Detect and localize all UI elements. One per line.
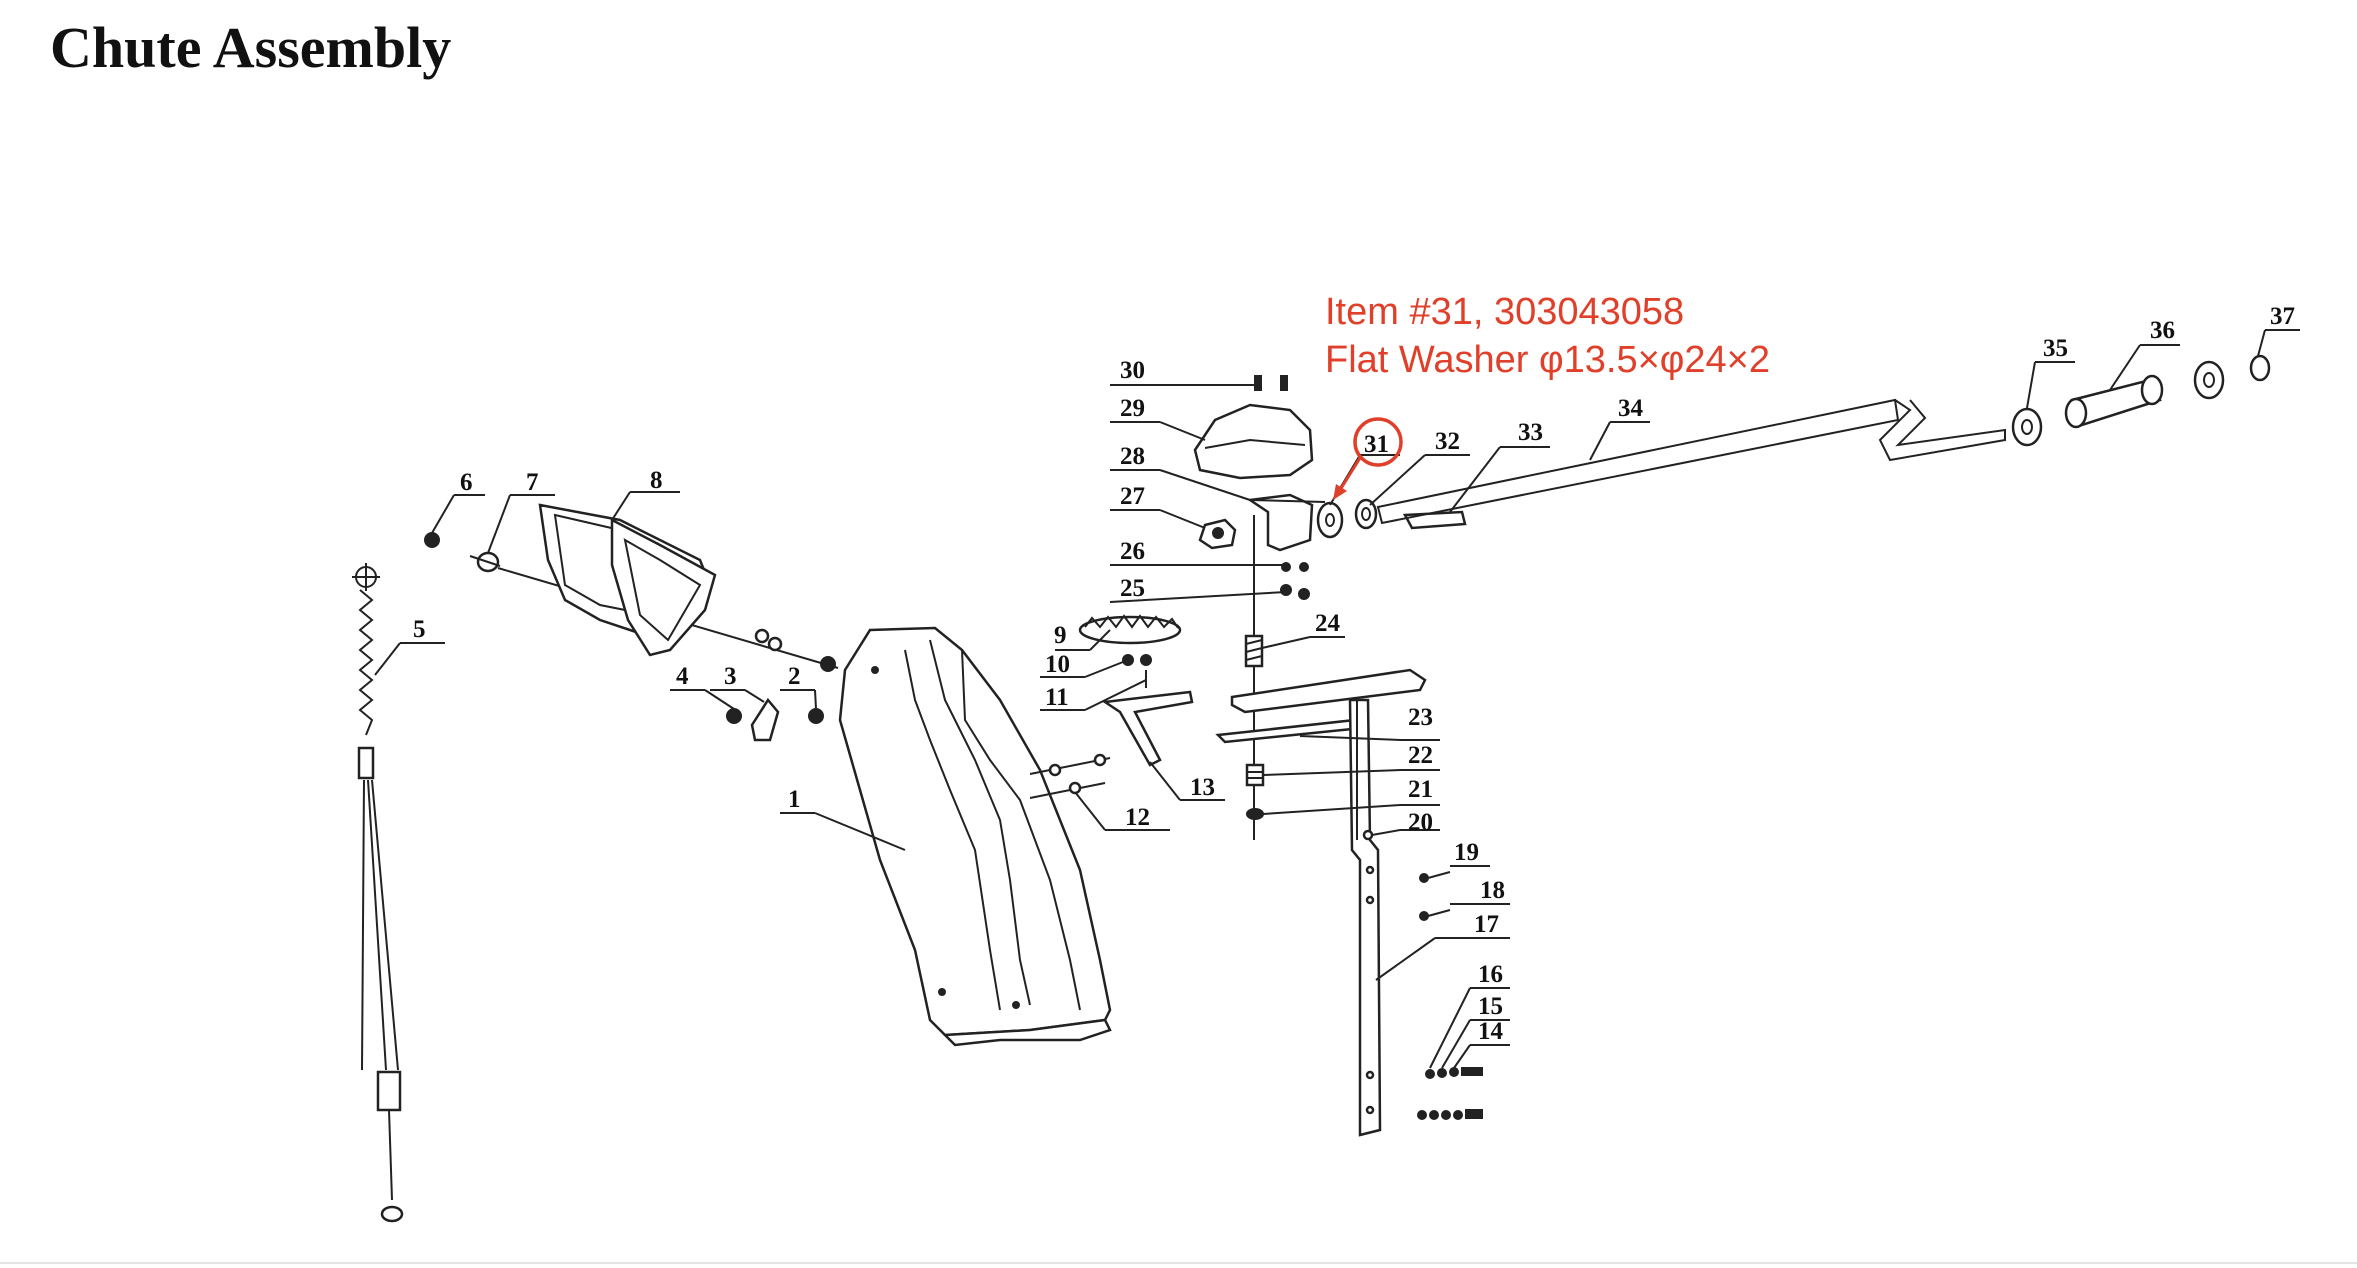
bottom-divider — [0, 1262, 2357, 1264]
highlight-circle — [1353, 417, 1403, 467]
part-13-bracket — [1101, 690, 1194, 767]
part-5-cable — [352, 563, 404, 1223]
part-14-16-hardware — [1417, 1067, 1483, 1120]
part-number-labels: 6 7 8 5 4 3 2 1 9 10 11 12 13 30 29 28 2… — [413, 303, 2295, 1045]
part-4-nut — [726, 708, 742, 724]
deflector-hardware — [754, 628, 836, 672]
label-2: 2 — [788, 663, 801, 690]
part-37-clip — [2249, 354, 2271, 382]
label-31: 31 — [1364, 431, 1389, 458]
part-32-washer — [1354, 498, 1378, 530]
part-28-bracket — [1246, 493, 1326, 552]
part-30-screws — [1254, 375, 1288, 391]
part-18-screw — [1419, 909, 1451, 921]
label-23: 23 — [1408, 704, 1433, 731]
part-9-gear — [1078, 614, 1182, 645]
part-34-crank-rod — [1376, 398, 2006, 525]
callout-line-2: Flat Washer φ13.5×φ24×2 — [1325, 339, 1770, 381]
part-31-flat-washer — [1316, 501, 1344, 539]
label-12: 12 — [1125, 804, 1150, 831]
label-37: 37 — [2270, 303, 2295, 330]
label-22: 22 — [1408, 742, 1433, 769]
callout-arrow-shaft — [1338, 457, 1362, 491]
label-5: 5 — [413, 616, 426, 643]
label-33: 33 — [1518, 419, 1543, 446]
label-7: 7 — [526, 469, 539, 496]
part-6-nut — [424, 532, 440, 548]
label-16: 16 — [1478, 961, 1503, 988]
label-34: 34 — [1618, 395, 1644, 422]
label-32: 32 — [1435, 428, 1460, 455]
label-11: 11 — [1045, 684, 1069, 711]
label-3: 3 — [724, 663, 737, 690]
part-22-bushing — [1245, 763, 1265, 787]
part-19-screw — [1419, 871, 1451, 883]
page-title: Chute Assembly — [50, 15, 452, 80]
part-36-end-washer — [2193, 360, 2225, 400]
part-17-arm — [1348, 698, 1382, 1137]
label-13: 13 — [1190, 774, 1215, 801]
label-36: 36 — [2150, 317, 2175, 344]
part-23-plate — [1215, 668, 1427, 744]
label-27: 27 — [1120, 483, 1145, 510]
label-8: 8 — [650, 467, 663, 494]
label-6: 6 — [460, 469, 473, 496]
label-20: 20 — [1408, 809, 1433, 836]
label-19: 19 — [1454, 839, 1479, 866]
part-2-nut — [808, 708, 824, 724]
label-1: 1 — [788, 786, 801, 813]
label-14: 14 — [1478, 1018, 1504, 1045]
label-35: 35 — [2043, 335, 2068, 362]
part-21-nut — [1246, 808, 1264, 820]
label-9: 9 — [1054, 622, 1067, 649]
label-18: 18 — [1480, 877, 1505, 904]
label-21: 21 — [1408, 776, 1433, 803]
label-24: 24 — [1315, 610, 1341, 637]
callout-arrowhead-icon — [1333, 484, 1347, 500]
part-3-bolt — [750, 697, 780, 742]
label-17: 17 — [1474, 911, 1499, 938]
part-33-clip — [1402, 510, 1467, 530]
label-26: 26 — [1120, 538, 1145, 565]
label-29: 29 — [1120, 395, 1145, 422]
label-15: 15 — [1478, 993, 1503, 1020]
part-7-bolt — [469, 551, 501, 573]
callout: Item #31, 303043058 Flat Washer φ13.5×φ2… — [1325, 291, 1770, 500]
part-1-chute — [838, 626, 1112, 1047]
callout-line-1: Item #31, 303043058 — [1325, 291, 1684, 333]
part-10-nut — [1122, 654, 1152, 666]
label-28: 28 — [1120, 443, 1145, 470]
part-35-washer — [2011, 407, 2043, 447]
label-30: 30 — [1120, 357, 1145, 384]
part-29-cover — [1193, 403, 1314, 480]
part-24-bolt — [1244, 634, 1264, 668]
label-4: 4 — [676, 663, 689, 690]
part-36-grip — [2064, 374, 2164, 429]
part-12-bolts — [1029, 753, 1111, 799]
part-8-deflector — [538, 503, 717, 657]
label-10: 10 — [1045, 651, 1070, 678]
part-20-pivot — [1362, 829, 1374, 841]
label-25: 25 — [1120, 575, 1145, 602]
part-27-gear — [1198, 518, 1237, 550]
